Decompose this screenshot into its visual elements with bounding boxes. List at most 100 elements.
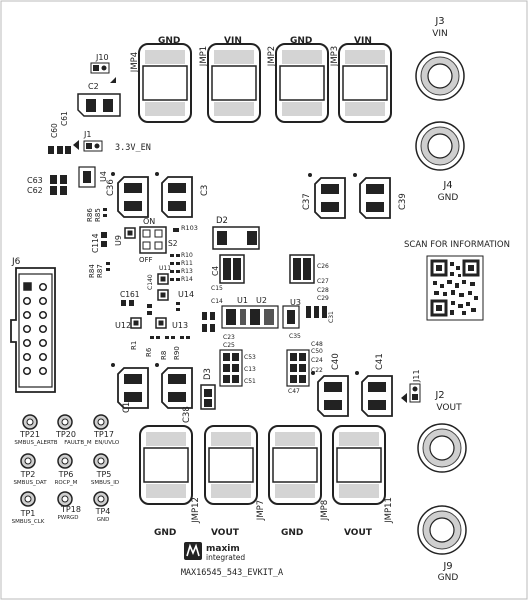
c29-label: C29	[317, 295, 329, 302]
tp6-net: ROCP_M	[55, 480, 78, 486]
u13-label: U13	[172, 321, 188, 330]
tp18-net: PWRGD	[57, 515, 78, 521]
c36-label: C36	[106, 179, 116, 196]
c14-label: C14	[211, 298, 223, 305]
u14-label: U14	[178, 290, 194, 299]
jmp7-vout-label: VOUT	[211, 528, 240, 538]
tp21-label: TP21	[19, 430, 40, 439]
jmp8-label: JMP8	[320, 500, 330, 521]
c28-label: C28	[317, 287, 329, 294]
c62-label: C62	[27, 186, 43, 195]
capacitor-bank-left	[219, 349, 243, 387]
testpoint-tp4: TP4 GND	[93, 491, 110, 523]
c25-label: C25	[223, 342, 235, 349]
j2-label: J2	[434, 390, 444, 401]
jmp2-gnd-label: GND	[290, 36, 312, 46]
testpoint-tp2: TP2 SMBUS_DAT	[13, 453, 47, 486]
logo-integrated-text: integrated	[206, 553, 245, 562]
c2-label: C2	[88, 82, 99, 91]
jmp12-label: JMP12	[191, 497, 201, 524]
tp20-net: FAULTB_M	[64, 440, 92, 446]
header-j10	[90, 62, 116, 83]
capacitor-c2	[77, 93, 121, 117]
jmp12-gnd-label: GND	[154, 528, 176, 538]
c114-label: C114	[91, 233, 100, 253]
tp1-net: SMBUS_CLK	[12, 519, 45, 525]
jumper-jmp11: JMP11 VOUT	[332, 425, 394, 538]
c53-label: C53	[244, 354, 256, 361]
diode-d3	[200, 384, 216, 410]
testpoint-tp6: TP6 ROCP_M	[55, 453, 78, 486]
jmp7-label: JMP7	[256, 500, 266, 521]
en-label: 3.3V_EN	[115, 143, 151, 153]
j9-gnd-label: GND	[438, 573, 459, 583]
c35-label: C35	[289, 333, 301, 340]
testpoint-tp20: TP20 FAULTB_M	[55, 414, 92, 446]
r6-label: R6	[145, 347, 153, 357]
r14-label: R14	[181, 276, 193, 283]
r11-label: R11	[181, 260, 193, 267]
r87-label: R87	[96, 264, 104, 278]
c47-label: C47	[288, 388, 300, 395]
jmp1-vin-label: VIN	[224, 36, 242, 46]
u9-label: U9	[114, 235, 123, 246]
c31-label: C31	[328, 311, 335, 323]
c60-label: C60	[50, 123, 59, 138]
u11-label: U11	[159, 265, 171, 272]
testpoint-tp21: TP21 SMBUS_ALERTB	[14, 414, 58, 446]
c26-label: C26	[317, 263, 329, 270]
r90-label: R90	[173, 346, 181, 360]
diode-d2	[212, 226, 260, 250]
testpoint-tp5: TP5 SMBUS_ID	[91, 453, 119, 486]
tp17-label: TP17	[93, 430, 114, 439]
u1-label: U1	[237, 296, 248, 305]
testpoint-tp17: TP17 EN/UVLO	[93, 414, 120, 446]
jumper-jmp3: VIN JMP3	[330, 36, 392, 123]
c50-label: C50	[311, 348, 323, 355]
c38-label: C38	[182, 406, 192, 423]
c24-label: C24	[311, 357, 323, 364]
jumper-jmp12: JMP12 GND	[139, 425, 201, 538]
j4-gnd-label: GND	[438, 193, 459, 203]
jmp8-gnd-label: GND	[281, 528, 303, 538]
switch-s2	[139, 226, 167, 254]
tp5-label: TP5	[96, 470, 112, 479]
c61-label: C61	[60, 111, 69, 126]
c39-label: C39	[398, 193, 408, 210]
j3-label: J3	[434, 16, 444, 27]
jmp11-label: JMP11	[384, 497, 394, 524]
r103-label: R103	[181, 224, 198, 232]
capacitor-c26-group	[289, 254, 315, 284]
maxim-logo: maxim integrated	[184, 542, 245, 562]
j2-vout-label: VOUT	[436, 403, 462, 413]
u12-label: U12	[115, 321, 131, 330]
testpoint-tp1: TP1 SMBUS_CLK	[12, 491, 45, 525]
tp1-label: TP1	[20, 509, 36, 518]
tp4-net: GND	[97, 517, 110, 523]
c3-label: C3	[200, 185, 210, 196]
r8-label: R8	[160, 351, 168, 360]
banana-jack-j3	[415, 51, 465, 101]
tp6-label: TP6	[58, 470, 74, 479]
c4-label: C4	[211, 266, 220, 276]
qr-caption: SCAN FOR INFORMATION	[404, 240, 510, 250]
jumper-jmp7: JMP7 VOUT	[204, 425, 266, 538]
c63-label: C63	[27, 176, 43, 185]
d3-label: D3	[203, 368, 213, 380]
s2-label: S2	[168, 239, 178, 248]
tp21-net: SMBUS_ALERTB	[14, 440, 57, 446]
jumper-jmp8: JMP8 GND	[268, 425, 330, 538]
c140-label: C140	[147, 274, 154, 290]
r1-label: R1	[130, 341, 138, 350]
jmp11-vout-label: VOUT	[344, 528, 373, 538]
jmp3-vin-label: VIN	[354, 36, 372, 46]
board-name: MAX16545_543_EVKIT_A	[181, 568, 283, 578]
logo-maxim-text: maxim	[206, 544, 240, 554]
c13-label: C13	[244, 366, 256, 373]
jmp3-label: JMP3	[330, 46, 340, 67]
jmp4-gnd-label: GND	[158, 36, 180, 46]
r86-label: R86	[86, 208, 94, 222]
testpoint-tp18: TP18 PWRGD	[57, 491, 81, 521]
c22-label: C22	[311, 367, 323, 374]
ic-u4	[78, 166, 96, 188]
